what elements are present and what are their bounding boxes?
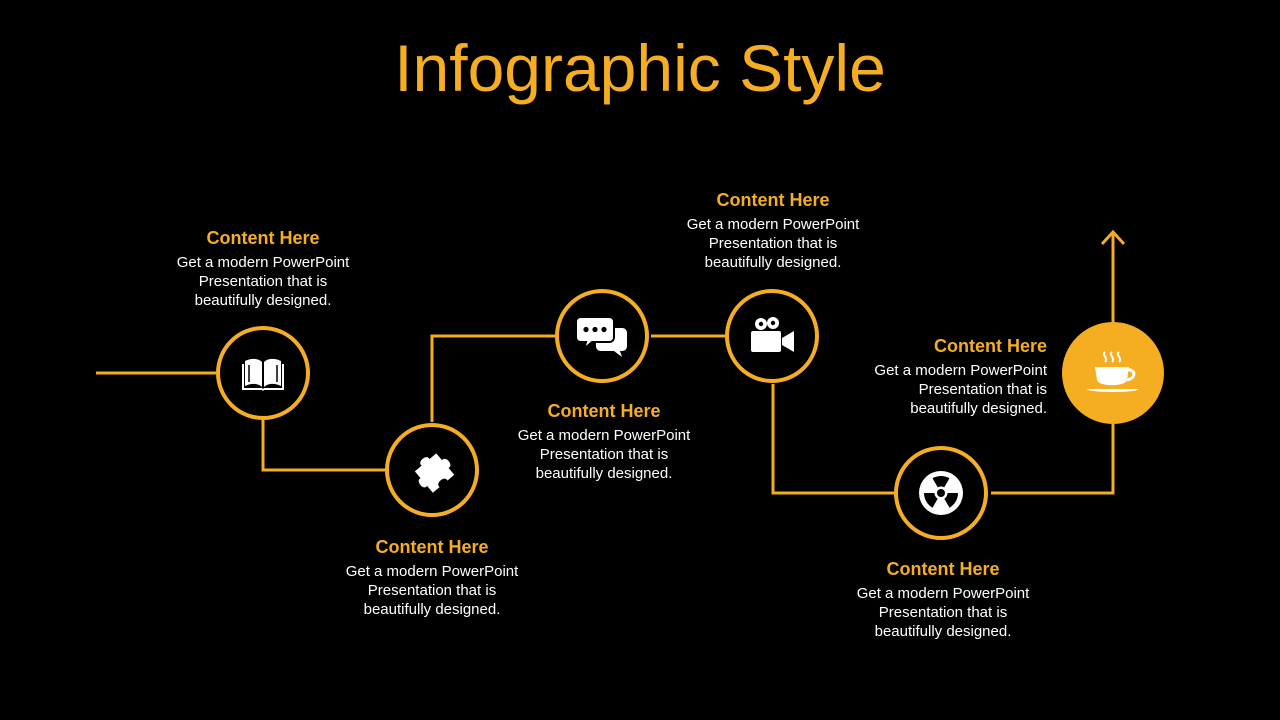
step-2-node: [385, 423, 479, 517]
step-5-line-1: Get a modern PowerPoint: [856, 585, 1030, 602]
step-2-line-3: beautifully designed.: [363, 601, 501, 618]
step-1-line-1: Get a modern PowerPoint: [176, 254, 350, 271]
step-4-node: [725, 289, 819, 383]
step-1-line-3: beautifully designed.: [194, 292, 332, 309]
step-2-heading: Content Here: [375, 537, 489, 557]
step-2-line-1: Get a modern PowerPoint: [345, 563, 519, 580]
step-5-text: Content Here Get a modern PowerPoint Pre…: [823, 558, 1063, 641]
step-5-line-3: beautifully designed.: [874, 623, 1012, 640]
slide-title: Infographic Style: [394, 31, 886, 105]
step-3-line-1: Get a modern PowerPoint: [517, 427, 691, 444]
step-4-text: Content Here Get a modern PowerPoint Pre…: [653, 189, 893, 272]
step-5-line-2: Presentation that is: [878, 604, 1008, 621]
step-3-line-2: Presentation that is: [539, 446, 669, 463]
step-1-heading: Content Here: [206, 228, 320, 248]
step-1-line-2: Presentation that is: [198, 273, 328, 290]
step-3-heading: Content Here: [547, 401, 661, 421]
step-2-line-2: Presentation that is: [367, 582, 497, 599]
step-3-line-3: beautifully designed.: [535, 465, 673, 482]
step-1-node: [216, 326, 310, 420]
step-6-line-2: Presentation that is: [918, 381, 1047, 398]
step-6-line-1: Get a modern PowerPoint: [874, 362, 1047, 379]
step-4-line-2: Presentation that is: [708, 235, 838, 252]
step-4-line-3: beautifully designed.: [704, 254, 842, 271]
step-6-text: Content Here Get a modern PowerPoint Pre…: [847, 335, 1047, 418]
video-camera-icon: [751, 317, 794, 352]
step-5-heading: Content Here: [886, 559, 1000, 579]
step-4-line-1: Get a modern PowerPoint: [686, 216, 860, 233]
step-1-text: Content Here Get a modern PowerPoint Pre…: [143, 227, 383, 310]
step-4-heading: Content Here: [716, 190, 830, 210]
step-3-node: [555, 289, 649, 383]
step-2-text: Content Here Get a modern PowerPoint Pre…: [312, 536, 552, 619]
step-3-text: Content Here Get a modern PowerPoint Pre…: [484, 400, 724, 483]
book-icon: [242, 358, 284, 391]
radiation-icon: [919, 471, 963, 515]
step-5-node: [894, 446, 988, 540]
puzzle-icon: [414, 453, 455, 493]
chat-icon: [576, 316, 627, 357]
step-6-heading: Content Here: [933, 336, 1047, 356]
step-6-node: [1062, 322, 1164, 424]
coffee-cup-icon: [1087, 351, 1139, 392]
step-6-line-3: beautifully designed.: [910, 400, 1047, 417]
